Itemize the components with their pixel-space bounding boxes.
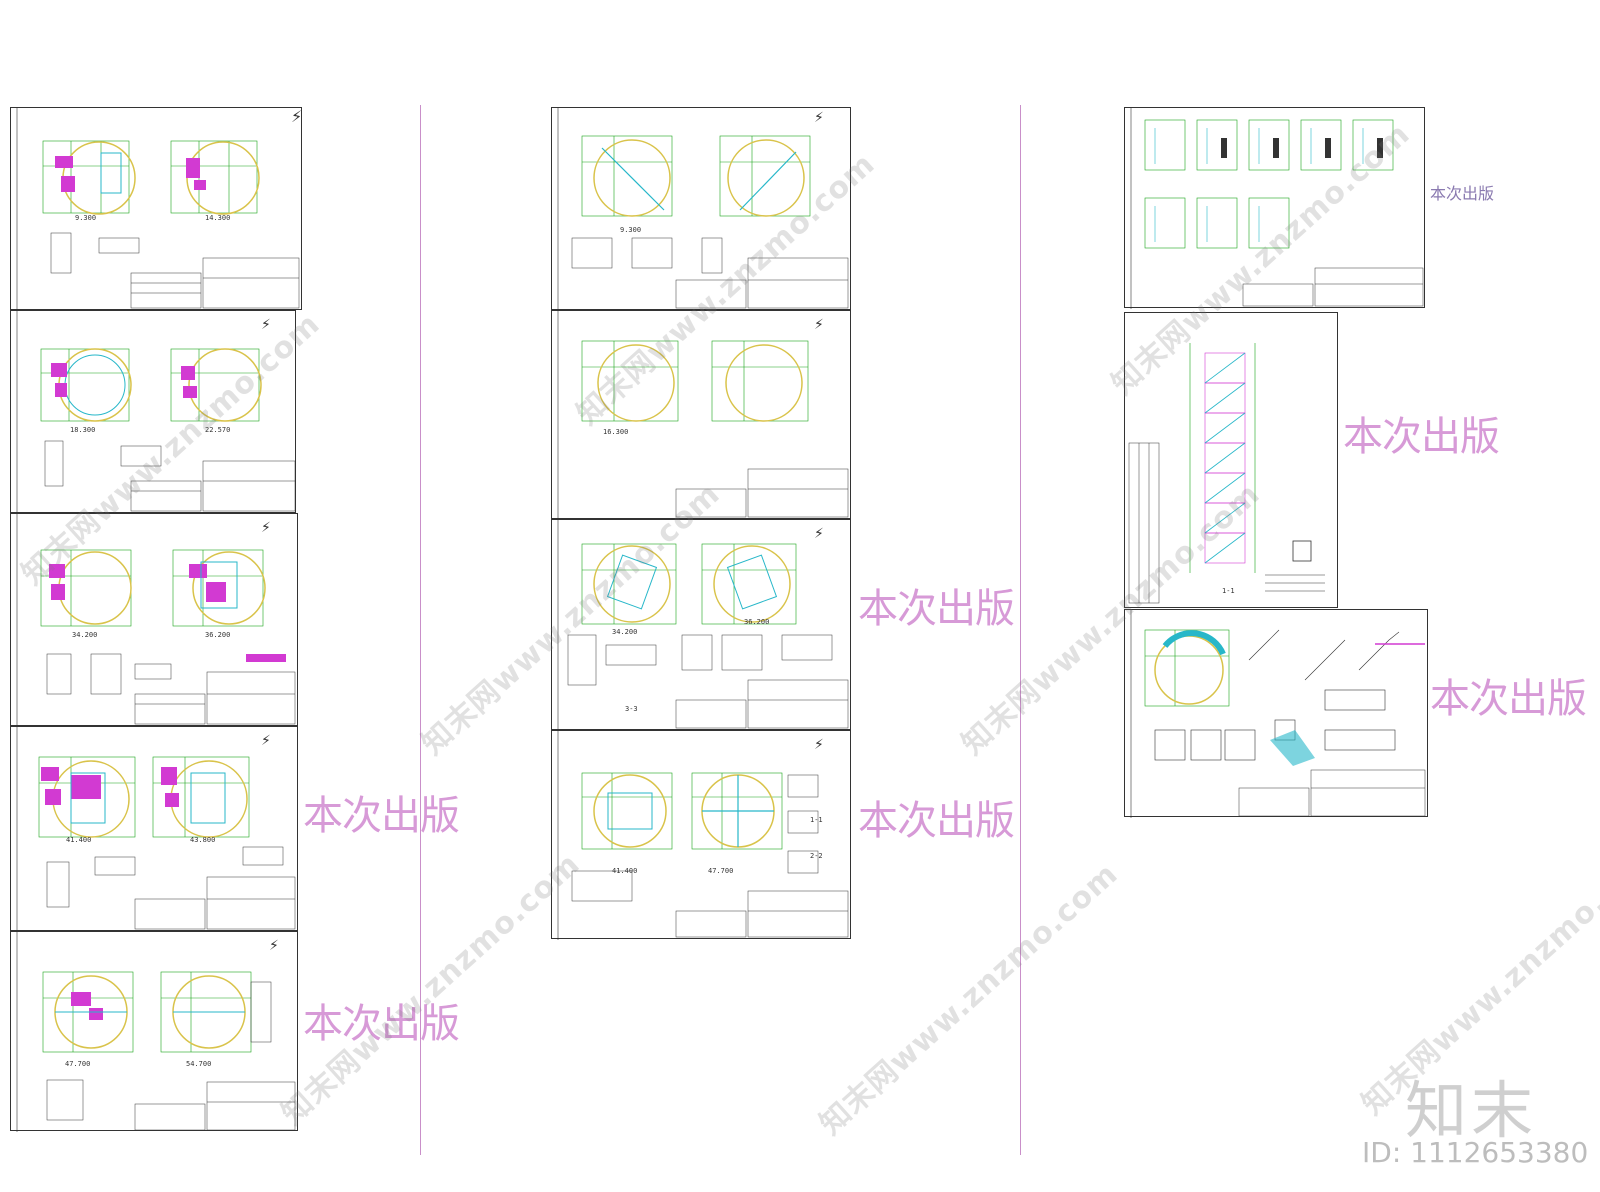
brand-logo: 知末	[1405, 1074, 1538, 1147]
drawing-sheet	[1124, 609, 1428, 818]
floor-plan-drawing: ⚡	[16, 514, 296, 727]
level-label: 41.400	[612, 867, 638, 875]
svg-text:⚡: ⚡	[291, 108, 302, 126]
drawing-sheet: ⚡	[551, 519, 851, 731]
publication-stamp: 本次出版	[1343, 414, 1500, 460]
svg-text:⚡: ⚡	[814, 737, 824, 753]
level-label: 54.700	[186, 1060, 212, 1068]
publication-stamp: 本次出版	[858, 798, 1015, 844]
column-divider	[1020, 105, 1021, 1155]
drawing-sheet: ⚡	[551, 730, 851, 940]
level-label: 36.200	[744, 618, 770, 626]
floor-plan-drawing: ⚡	[557, 520, 849, 731]
svg-text:⚡: ⚡	[269, 938, 279, 954]
floor-plan-drawing: ⚡	[16, 108, 302, 311]
svg-text:⚡: ⚡	[814, 317, 824, 333]
publication-stamp: 本次出版	[303, 1001, 460, 1047]
publication-stamp: 本次出版	[1430, 184, 1495, 203]
level-label: 34.200	[612, 628, 638, 636]
stair-detail-drawing	[1130, 108, 1424, 309]
publication-stamp: 本次出版	[858, 586, 1015, 632]
level-label: 14.300	[205, 214, 231, 222]
publication-stamp: 本次出版	[303, 793, 460, 839]
stair-plan-drawing	[1130, 610, 1426, 818]
floor-plan-drawing: ⚡	[557, 311, 849, 520]
svg-text:⚡: ⚡	[814, 110, 824, 126]
level-label: 34.200	[72, 631, 98, 639]
column-divider	[420, 105, 421, 1155]
floor-plan-drawing: ⚡	[16, 311, 296, 514]
level-label: 22.570	[205, 426, 231, 434]
floor-plan-drawing: ⚡	[557, 108, 849, 311]
section-label: 3-3	[625, 705, 638, 713]
floor-plan-drawing: ⚡	[16, 727, 296, 932]
watermark: 知末网www.znzmo.com	[275, 846, 587, 1132]
drawing-sheet	[1124, 107, 1425, 309]
svg-text:⚡: ⚡	[261, 733, 271, 749]
level-label: 9.300	[620, 226, 642, 234]
drawing-sheet: ⚡	[551, 107, 851, 311]
drawing-sheet: ⚡	[10, 107, 302, 311]
drawing-sheet: ⚡	[551, 310, 851, 520]
svg-text:⚡: ⚡	[814, 526, 824, 542]
level-label: 18.300	[70, 426, 96, 434]
svg-text:⚡: ⚡	[261, 317, 271, 333]
level-label: 41.400	[66, 836, 92, 844]
image-id-label: ID: 1112653380	[1362, 1136, 1589, 1169]
level-label: 43.800	[190, 836, 216, 844]
watermark: 知末网www.znzmo.com	[813, 856, 1125, 1142]
level-label: 47.700	[708, 867, 734, 875]
floor-plan-drawing: ⚡	[557, 731, 849, 940]
section-label: 1-1	[1222, 587, 1235, 595]
section-label: 2-2	[810, 852, 823, 860]
drawing-sheet: ⚡	[10, 513, 298, 727]
level-label: 16.300	[603, 428, 629, 436]
floor-plan-drawing: ⚡	[16, 932, 296, 1132]
drawing-sheet: ⚡	[10, 310, 296, 514]
level-label: 36.200	[205, 631, 231, 639]
stair-section-drawing	[1128, 343, 1325, 604]
drawing-sheet: ⚡	[10, 726, 298, 932]
level-label: 9.300	[75, 214, 97, 222]
svg-text:⚡: ⚡	[261, 520, 271, 536]
drawing-sheet: ⚡	[10, 931, 298, 1132]
drawing-sheet	[1124, 312, 1338, 608]
level-label: 47.700	[65, 1060, 91, 1068]
section-label: 1-1	[810, 816, 823, 824]
publication-stamp: 本次出版	[1430, 676, 1587, 722]
